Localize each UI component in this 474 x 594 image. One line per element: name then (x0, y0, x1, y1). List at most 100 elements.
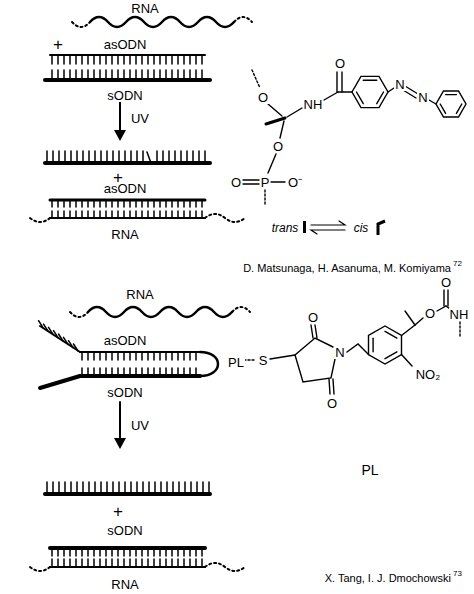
base-pair-tick (69, 70, 71, 80)
atom-label: N (417, 91, 428, 104)
base-pair-tick (93, 211, 95, 218)
base-pair-tick (147, 548, 149, 556)
base-pair-tick (117, 559, 119, 567)
base-pair-tick (142, 151, 144, 163)
base-pair-tick (141, 559, 143, 567)
atom-label: O (326, 397, 338, 410)
citation: D. Matsunaga, H. Asanuma, M. Komiyama (242, 263, 452, 274)
base-pair-tick (184, 482, 186, 494)
asodn-strand (80, 351, 200, 353)
atom-label: O⁻ (287, 176, 303, 189)
base-pair-tick (81, 559, 83, 567)
base-pair-tick (204, 151, 206, 163)
base-pair-tick (153, 55, 155, 64)
base-pair-tick (51, 55, 53, 64)
base-pair-tick (75, 548, 77, 556)
base-pair-tick (111, 548, 113, 556)
base-pair-tick (171, 70, 173, 80)
base-pair-tick (189, 55, 191, 64)
base-pair-tick (160, 482, 162, 494)
base-pair-tick (75, 559, 77, 567)
base-pair-tick (135, 55, 137, 64)
reference-number: 73 (452, 570, 463, 578)
rna-end (205, 214, 245, 222)
base-pair-tick (153, 211, 155, 218)
uv-label: UV (130, 112, 150, 125)
base-pair-tick (118, 482, 120, 494)
base-pair-tick (87, 211, 89, 218)
base-pair-tick (147, 352, 149, 360)
base-pair-tick (93, 559, 95, 567)
base-pair-tick (57, 211, 59, 218)
base-pair-tick (147, 211, 149, 218)
atom-label: NH (449, 308, 470, 321)
base-pair-tick (99, 368, 101, 376)
base-pair-tick (195, 368, 197, 376)
base-pair-tick (99, 352, 101, 360)
base-pair-tick (153, 559, 155, 567)
strand-label: sODN (106, 524, 143, 537)
asodn-arm (40, 326, 80, 352)
base-pair-tick (165, 548, 167, 556)
base-pair-tick (123, 200, 125, 207)
base-pair-tick (57, 200, 59, 207)
base-pair-tick (168, 151, 170, 163)
base-pair-tick (69, 559, 71, 567)
sodn-strand (45, 161, 210, 165)
base-pair-tick (142, 482, 144, 494)
strand-label: asODN (103, 38, 148, 51)
base-pair-tick (100, 482, 102, 494)
strand-label: RNA (130, 2, 159, 15)
base-pair-tick (171, 211, 173, 218)
base-pair-tick (99, 200, 101, 207)
base-pair-tick (57, 559, 59, 567)
base-pair-tick (94, 151, 96, 163)
base-pair-tick (165, 368, 167, 376)
base-pair-tick (141, 70, 143, 80)
sodn-arm (40, 376, 80, 388)
rna-strand (50, 217, 205, 219)
base-pair-tick (111, 55, 113, 64)
base-pair-tick (147, 55, 149, 64)
base-pair-tick (87, 200, 89, 207)
base-pair-tick (141, 548, 143, 556)
base-pair-tick (111, 70, 113, 80)
base-pair-tick (69, 55, 71, 64)
base-pair-tick (57, 548, 59, 556)
base-pair-tick (165, 559, 167, 567)
base-pair-tick (124, 482, 126, 494)
base-pair-tick (165, 352, 167, 360)
base-pair-tick (123, 70, 125, 80)
base-pair-tick (201, 559, 203, 567)
base-pair-tick (159, 548, 161, 556)
base-pair-tick (135, 211, 137, 218)
base-pair-tick (69, 341, 74, 348)
base-pair-tick (159, 559, 161, 567)
base-pair-tick (69, 200, 71, 207)
base-pair-tick (105, 352, 107, 360)
base-pair-tick (195, 559, 197, 567)
base-pair-tick (100, 151, 102, 163)
base-pair-tick (63, 55, 65, 64)
base-pair-tick (75, 70, 77, 80)
base-pair-tick (171, 368, 173, 376)
arrow-head (114, 438, 126, 449)
sodn-strand (80, 374, 200, 378)
base-pair-tick (39, 321, 44, 328)
base-pair-ticks (39, 55, 209, 567)
base-pair-tick (153, 548, 155, 556)
base-pair-tick (93, 548, 95, 556)
base-pair-tick (64, 151, 66, 163)
strand-label: asODN (103, 182, 148, 195)
base-pair-tick (129, 70, 131, 80)
base-pair-tick (87, 352, 89, 360)
base-pair-tick (51, 548, 53, 556)
base-pair-tick (81, 200, 83, 207)
base-pair-tick (75, 200, 77, 207)
base-pair-tick (195, 70, 197, 80)
base-pair-tick (70, 151, 72, 163)
cis-symbol (378, 221, 385, 235)
rna-strand (88, 307, 232, 317)
base-pair-tick (159, 55, 161, 64)
atom-label: NH (303, 98, 324, 111)
